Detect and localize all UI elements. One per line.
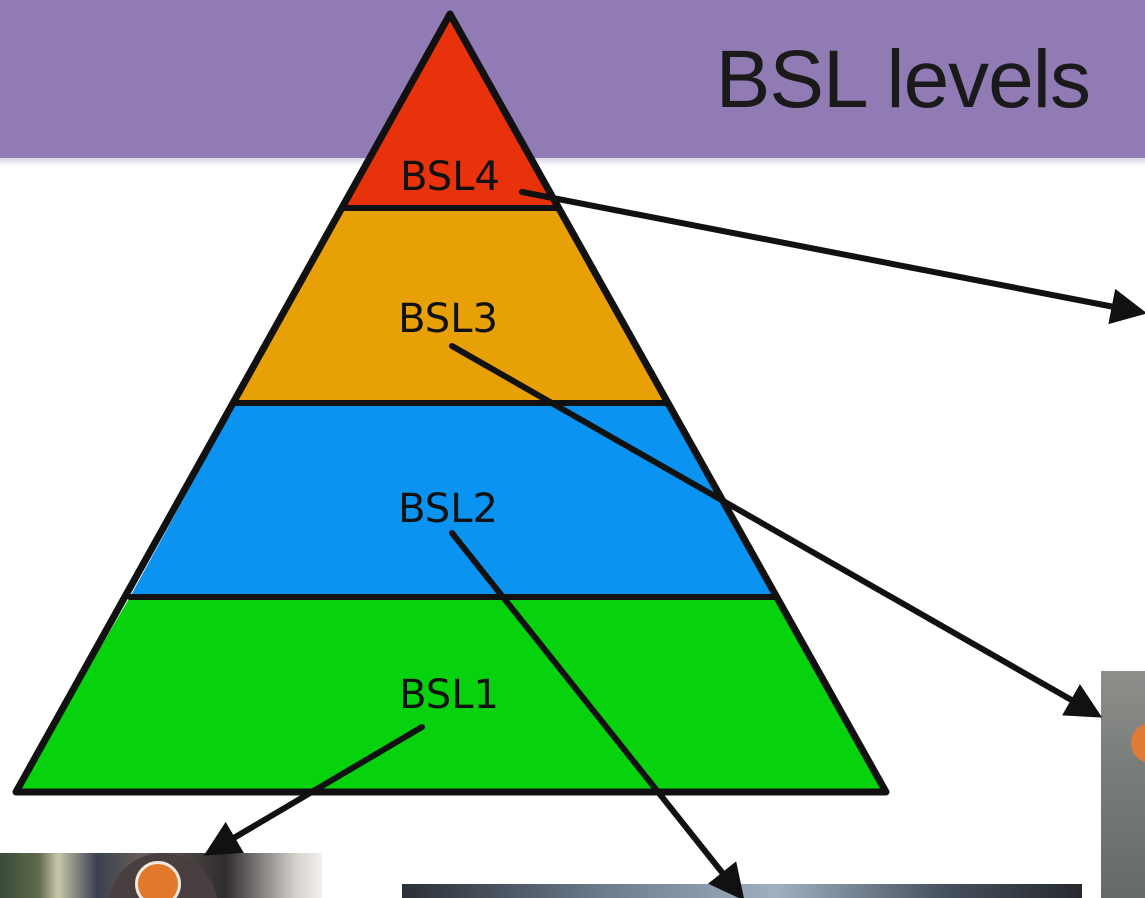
header-shadow — [0, 158, 1145, 166]
bsl1-label: BSL1 — [399, 672, 499, 718]
bsl2-arrow — [449, 530, 745, 898]
biohazard-badge-icon — [135, 861, 181, 898]
pyramid-outline — [12, 10, 890, 796]
bsl2-label: BSL2 — [398, 486, 498, 532]
bsl2-band — [130, 403, 774, 597]
bsl1-band — [16, 597, 886, 792]
bsl3-band — [236, 208, 665, 403]
bsl3-label: BSL3 — [398, 296, 498, 342]
bsl4-label: BSL4 — [400, 154, 500, 200]
bsl4-arrow — [519, 189, 1145, 325]
bsl1-arrow — [203, 724, 425, 856]
bsl1-photo — [0, 853, 322, 898]
slide-title: BSL levels — [715, 34, 1091, 125]
bsl4-band — [344, 14, 557, 208]
band-dividers — [127, 205, 777, 600]
bsl3-photo — [1101, 671, 1145, 898]
biohazard-badge-icon — [1131, 723, 1145, 763]
slide-header — [0, 0, 1145, 158]
bsl3-arrow — [449, 343, 1103, 718]
